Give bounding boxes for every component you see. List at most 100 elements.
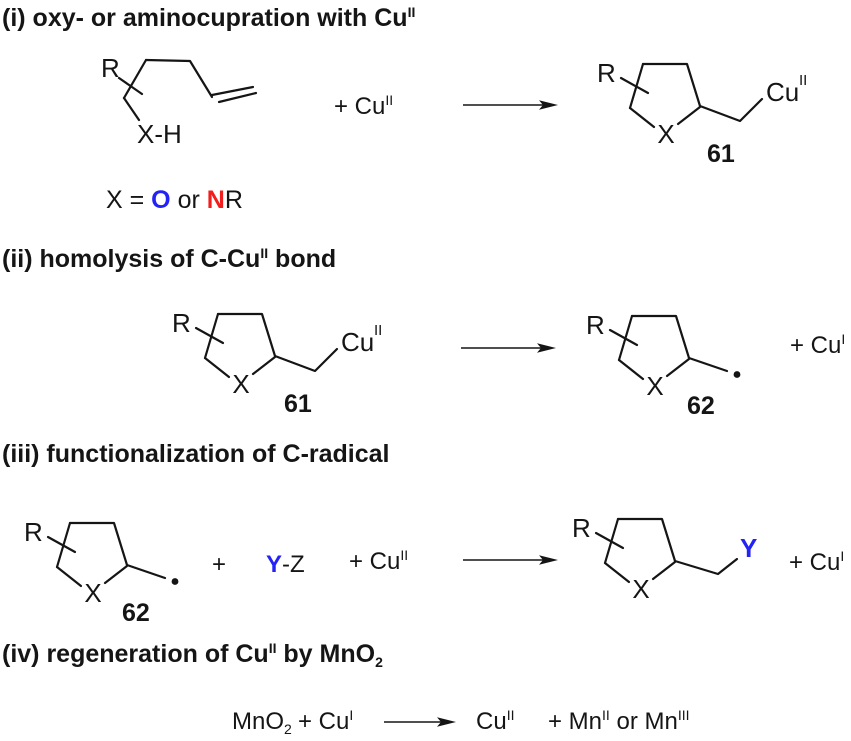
r-group-label: R [572, 513, 591, 543]
header-text: (ii) homolysis of C-Cu [2, 245, 261, 273]
ring-bond [68, 521, 129, 567]
ring-bond [203, 356, 231, 379]
reagent-text: + Cu [349, 548, 401, 575]
chain-bond [122, 58, 148, 100]
ring-bond [55, 521, 72, 569]
byproduct-plus-cu1: + CuI [790, 331, 846, 360]
r-group-label: R [172, 308, 191, 338]
oxidation-state-superscript: I [841, 331, 846, 347]
section-iv-header: (iv) regeneration of CuII by MnO2 [2, 640, 383, 670]
chain-bond [122, 96, 141, 122]
ring-bond [628, 106, 656, 129]
radical-dot [733, 371, 741, 378]
ring-bond [55, 565, 83, 588]
structure-ring-ch2-y: R X Y [572, 513, 757, 604]
arrow-head [539, 555, 558, 565]
r-group-label: R [586, 310, 605, 340]
ring-bond [641, 62, 702, 108]
ring-bond [603, 561, 631, 584]
oxidation-state-superscript: I [349, 707, 354, 723]
plus-text: + [212, 551, 227, 578]
structure-62-ring-radical: R X 62 [24, 517, 179, 627]
header-text: (iii) functionalization of C-radical [2, 440, 390, 468]
ring-bond [617, 358, 645, 381]
alkene-double-bond [217, 91, 258, 104]
ring-bond [665, 357, 691, 378]
structure-62-ring-radical: R X 62 [586, 310, 741, 420]
radical-bond [687, 356, 729, 373]
r-variable-bond [594, 531, 625, 550]
x-atom-label: X [84, 578, 101, 608]
oxidation-state-superscript: II [506, 707, 515, 723]
reaction-arrow-iii [463, 555, 558, 565]
r-variable-bond [46, 535, 77, 554]
reagent-text: + Cu [790, 332, 842, 359]
reagent-mno2: MnO2 [232, 708, 292, 737]
x-def-or: or [170, 186, 207, 214]
reagent-text: + Cu [334, 93, 386, 120]
compound-number-61: 61 [707, 140, 735, 168]
oxidation-state-superscript: I [840, 548, 845, 564]
structure-pentenyl-xh: R X-H [101, 53, 258, 149]
reagent-text: + Cu [298, 708, 350, 735]
section-iii-header: (iii) functionalization of C-radical [2, 440, 390, 469]
arrow-head [539, 100, 558, 110]
reaction-arrow-iv [384, 717, 456, 727]
ring-bond [251, 355, 277, 376]
header-text: bond [268, 245, 337, 273]
header-subscript: 2 [375, 654, 383, 670]
oxidation-state-superscript: II [374, 322, 382, 339]
r-variable-bond [619, 76, 650, 95]
header-superscript: II [268, 640, 277, 656]
product-cu2: CuII [476, 707, 515, 736]
reagent-text: + Cu [789, 549, 841, 576]
reagent-plus-cu2: + CuII [334, 92, 393, 121]
reagent-plus-cu2: + CuII [349, 547, 409, 576]
r-group-label: R [597, 58, 616, 88]
y-group-label: Y [740, 533, 757, 563]
radical-bond [125, 563, 167, 580]
structure-61-ring-cu: R X Cu II 61 [172, 308, 382, 418]
header-text: (iv) regeneration of Cu [2, 640, 269, 668]
x-atom-label: X [232, 369, 249, 399]
ring-bond [103, 564, 129, 585]
oxygen-option: O [151, 186, 171, 214]
ring-bond [603, 517, 620, 565]
ring-bond [676, 105, 702, 126]
compound-number-62: 62 [687, 392, 715, 420]
x-definition: X = O or NR [106, 186, 243, 215]
oxidation-state-superscript: II [400, 547, 409, 563]
ring-bond [616, 517, 677, 563]
ch2-cu-bond [698, 97, 764, 123]
structure-61-ring-cu: R X Cu II 61 [597, 58, 807, 168]
radical-dot [171, 578, 179, 585]
reagent-yz: Y-Z [266, 551, 305, 579]
plus-sign: + [212, 551, 226, 579]
x-atom-label: X [657, 119, 674, 149]
ring-bond [216, 312, 277, 358]
cu-atom-label: Cu [766, 77, 799, 107]
header-superscript: II [407, 4, 416, 20]
header-text: by MnO [276, 640, 376, 668]
compound-number-62: 62 [122, 599, 150, 627]
reaction-arrow-i [463, 100, 558, 110]
byproduct-plus-cu1: + CuI [789, 548, 845, 577]
r-variable-bond [194, 326, 225, 345]
r-group-label: R [24, 517, 43, 547]
ring-bond [203, 312, 220, 360]
xh-atom-label: X-H [137, 119, 182, 149]
header-text: (i) oxy- or aminocupration with Cu [2, 4, 408, 32]
oxidation-state-superscript: II [799, 72, 807, 89]
ch2-y-bond [673, 557, 739, 576]
byproduct-mn: + MnII or MnIII [548, 707, 690, 736]
reagent-plus-cu1: + CuI [298, 707, 354, 736]
chain-bond [144, 58, 214, 99]
r-variable-bond [608, 328, 639, 347]
oxidation-state-superscript: III [677, 707, 690, 723]
oxidation-state-superscript: II [602, 707, 610, 723]
section-i-header: (i) oxy- or aminocupration with CuII [2, 4, 415, 33]
cu-atom-label: Cu [341, 327, 374, 357]
ring-bond [651, 560, 677, 581]
x-def-prefix: X = [106, 186, 152, 214]
